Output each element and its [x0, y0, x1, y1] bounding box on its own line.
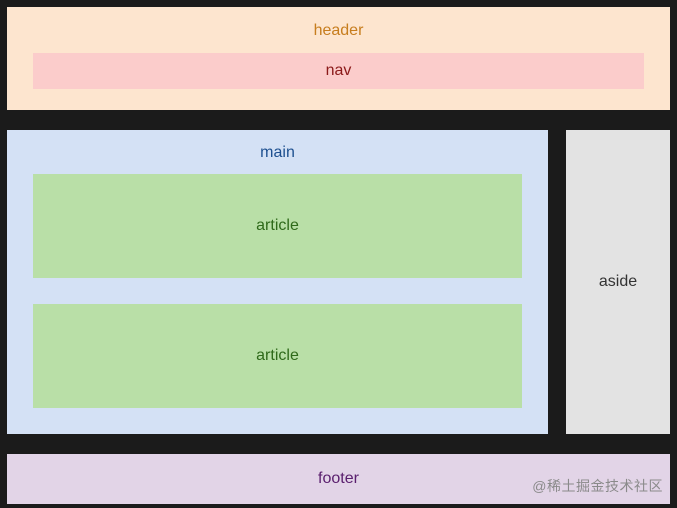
nav-block: nav	[33, 53, 644, 89]
aside-label: aside	[598, 273, 638, 290]
header-label: header	[313, 22, 364, 39]
aside-block: aside	[566, 130, 670, 434]
article-block-1: article	[33, 174, 522, 278]
footer-block: footer	[7, 454, 670, 504]
nav-label: nav	[325, 62, 352, 79]
article-label: article	[256, 217, 299, 234]
article-block-2: article	[33, 304, 522, 408]
article-label: article	[256, 347, 299, 364]
main-label: main	[260, 144, 295, 161]
footer-label: footer	[318, 470, 359, 487]
watermark-text: @稀土掘金技术社区	[532, 478, 663, 494]
